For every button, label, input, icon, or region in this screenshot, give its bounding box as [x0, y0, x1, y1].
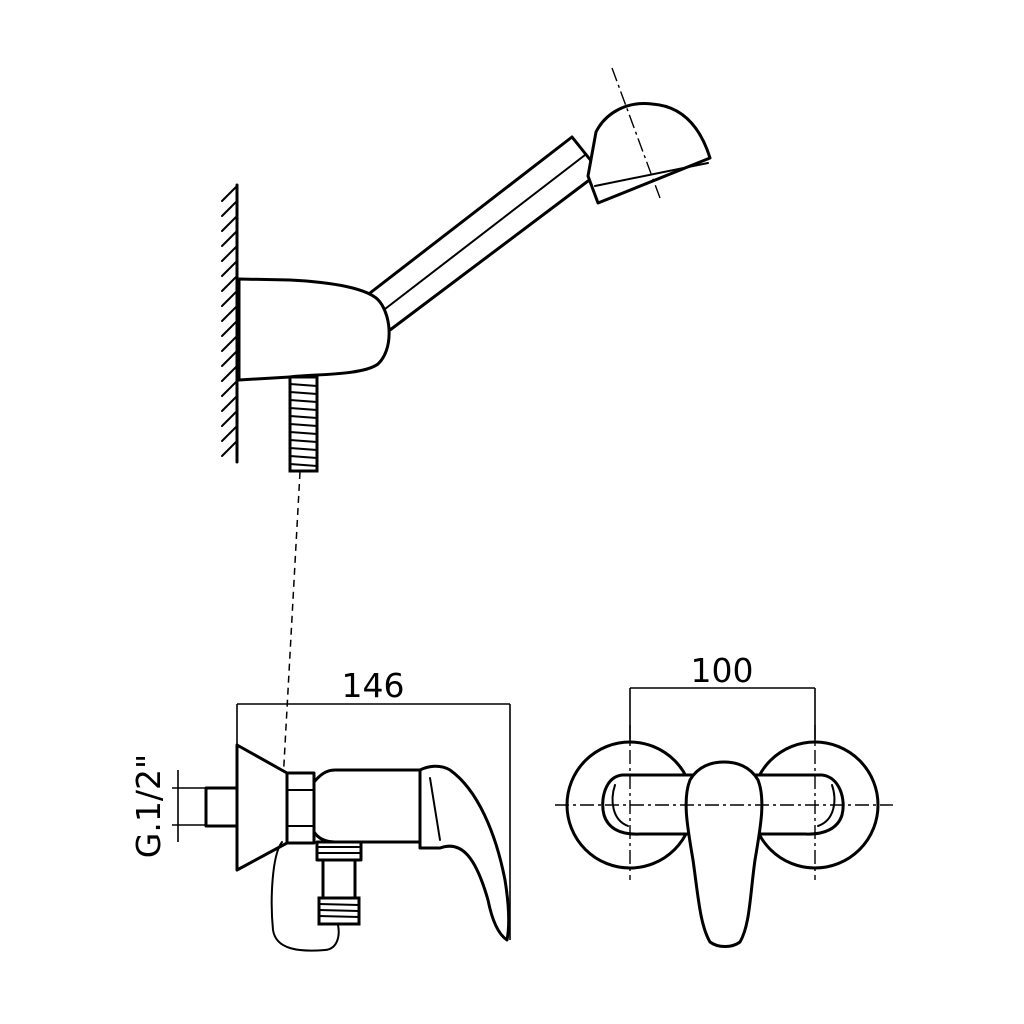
outlet-connector	[315, 840, 363, 926]
hose-stub	[288, 375, 319, 473]
mixer-front-view: 100	[555, 651, 893, 948]
lever-front	[684, 760, 764, 948]
dimension-100: 100	[629, 651, 816, 750]
inlet-connector	[204, 786, 240, 828]
wall-hatching	[221, 183, 239, 464]
mixer-side-view: 146 G.1/2"	[129, 666, 511, 952]
hose-loop	[270, 841, 340, 952]
hand-shower-assembly	[221, 67, 712, 473]
escutcheon-side	[235, 743, 289, 872]
lever-side	[418, 764, 511, 942]
hose-connection-line	[281, 471, 301, 801]
dimension-label-thread: G.1/2"	[129, 754, 168, 858]
shower-handle	[368, 67, 712, 332]
dimension-label-146: 146	[342, 666, 405, 705]
nut	[285, 771, 316, 845]
dimension-label-100: 100	[691, 651, 754, 690]
dimension-146: 146	[236, 666, 511, 940]
wall-bracket	[237, 277, 391, 382]
mixer-body	[312, 768, 431, 844]
dimension-thread: G.1/2"	[129, 754, 210, 858]
